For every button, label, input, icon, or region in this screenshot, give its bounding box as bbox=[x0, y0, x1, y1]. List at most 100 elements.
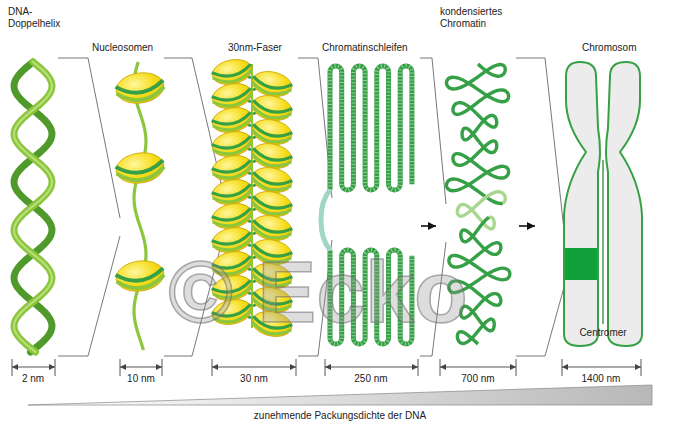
stage-arrow bbox=[421, 225, 436, 227]
dna-wrap bbox=[212, 232, 253, 247]
dimension-label: 2 nm bbox=[22, 373, 44, 385]
dna-wrap bbox=[250, 154, 291, 170]
axis-label: zunehmende Packungsdichte der DNA bbox=[254, 410, 426, 422]
dna-wrap bbox=[212, 112, 253, 127]
nucleosome bbox=[210, 104, 254, 136]
linker-dna bbox=[134, 62, 146, 350]
nucleosome bbox=[210, 56, 254, 88]
condensed-fiber bbox=[446, 64, 508, 204]
dimension-line bbox=[440, 367, 516, 368]
dna-wrap bbox=[213, 190, 254, 206]
chromosome bbox=[564, 62, 642, 346]
dna-wrap bbox=[252, 172, 293, 187]
dimension-lines bbox=[12, 359, 641, 376]
zoom-line bbox=[516, 58, 566, 248]
stage-title: Chromosom bbox=[582, 42, 636, 54]
helix-strand bbox=[14, 62, 52, 352]
dna-wrap bbox=[250, 178, 291, 194]
density-wedge bbox=[28, 385, 652, 405]
dimension-tick bbox=[641, 359, 642, 376]
dimension-line bbox=[120, 367, 162, 368]
part-label: Centromer bbox=[579, 327, 626, 339]
dna-wrap bbox=[252, 76, 293, 91]
stage-title: 30nm-Faser bbox=[228, 42, 282, 54]
histone-core bbox=[210, 56, 254, 88]
highlighted-loop bbox=[321, 190, 330, 250]
dna-wrap bbox=[252, 124, 293, 139]
dimension-line bbox=[12, 367, 55, 368]
dna-wrap bbox=[250, 106, 291, 122]
nucleosome-strand bbox=[114, 62, 166, 350]
dimension-label: 1400 nm bbox=[582, 373, 621, 385]
dna-wrap bbox=[252, 196, 293, 211]
dimension-tick bbox=[516, 359, 517, 376]
dna-wrap bbox=[213, 142, 254, 158]
nucleosome bbox=[114, 70, 166, 106]
dimension-tick bbox=[212, 359, 213, 376]
dimension-label: 700 nm bbox=[461, 373, 494, 385]
histone-core bbox=[250, 140, 294, 172]
dimension-tick bbox=[296, 359, 297, 376]
nucleosome bbox=[250, 188, 294, 220]
chromatin-loop bbox=[330, 66, 412, 190]
zoom-line bbox=[58, 236, 120, 356]
chromatid bbox=[564, 62, 600, 346]
dna-wrap bbox=[250, 82, 291, 98]
stage-arrow bbox=[519, 225, 535, 227]
dimension-label: 10 nm bbox=[127, 373, 155, 385]
dna-wrap bbox=[212, 160, 253, 175]
nucleosome bbox=[250, 92, 294, 124]
dna-wrap bbox=[213, 118, 254, 134]
centromere-pointer bbox=[602, 160, 603, 324]
histone-core bbox=[250, 164, 294, 196]
dna-wrap bbox=[252, 220, 293, 235]
histone-core bbox=[114, 150, 166, 186]
dna-wrap bbox=[213, 214, 254, 230]
dimension-line bbox=[212, 367, 296, 368]
histone-core bbox=[250, 212, 294, 244]
histone-core bbox=[250, 188, 294, 220]
nucleosome bbox=[210, 152, 254, 184]
histone-core bbox=[250, 116, 294, 148]
histone-core bbox=[210, 80, 254, 112]
dna-double-helix bbox=[14, 62, 52, 352]
nucleosome bbox=[210, 200, 254, 232]
dimension-tick bbox=[418, 359, 419, 376]
histone-core bbox=[210, 104, 254, 136]
nucleosome bbox=[210, 128, 254, 160]
stage-title: kondensiertes Chromatin bbox=[440, 6, 516, 30]
watermark: © Ecko bbox=[168, 248, 468, 336]
chromatid bbox=[606, 62, 642, 346]
nucleosome bbox=[250, 116, 294, 148]
dna-wrap bbox=[212, 208, 253, 223]
dna-wrap bbox=[212, 184, 253, 199]
helix-strand bbox=[14, 62, 52, 352]
dimension-tick bbox=[12, 359, 13, 376]
zoom-line bbox=[420, 58, 446, 204]
dna-wrap bbox=[212, 136, 253, 151]
histone-core bbox=[210, 200, 254, 232]
dna-wrap bbox=[213, 70, 254, 86]
dimension-tick bbox=[562, 359, 563, 376]
stage-title: Nucleosomen bbox=[92, 42, 153, 54]
dimension-tick bbox=[162, 359, 163, 376]
dimension-label: 250 nm bbox=[354, 373, 387, 385]
dna-wrap bbox=[213, 166, 254, 182]
dimension-tick bbox=[55, 359, 56, 376]
histone-core bbox=[250, 92, 294, 124]
chromosome-band bbox=[565, 248, 597, 280]
dna-wrap bbox=[250, 202, 291, 218]
nucleosome bbox=[250, 164, 294, 196]
dna-wrap bbox=[117, 275, 166, 291]
nucleosome bbox=[250, 140, 294, 172]
dimension-tick bbox=[120, 359, 121, 376]
chromatin-loop-beads bbox=[330, 66, 412, 190]
dna-wrap bbox=[250, 226, 291, 242]
zoom-line bbox=[516, 280, 566, 356]
histone-core bbox=[210, 128, 254, 160]
nucleosome bbox=[210, 176, 254, 208]
dna-wrap bbox=[213, 94, 254, 110]
histone-core bbox=[114, 70, 166, 106]
